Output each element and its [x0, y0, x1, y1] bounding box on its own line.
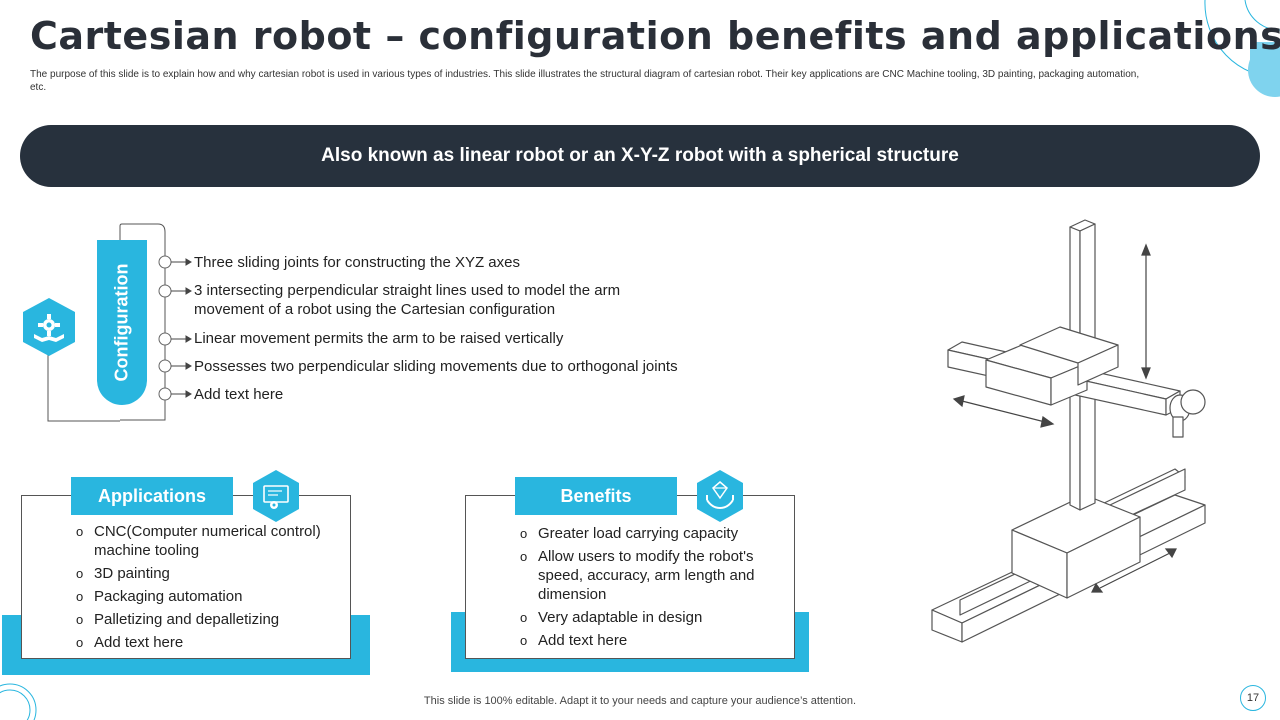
applications-tab: Applications	[71, 477, 233, 515]
hands-diamond-icon	[697, 470, 743, 522]
gear-hands-icon	[23, 298, 75, 356]
configuration-item: Three sliding joints for constructing th…	[194, 254, 520, 271]
list-item: Palletizing and depalletizing	[76, 610, 336, 629]
configuration-item: Add text here	[194, 386, 284, 403]
page-number-text: 17	[1246, 692, 1260, 704]
benefits-list: Greater load carrying capacity Allow use…	[520, 524, 760, 650]
configuration-item: Linear movement permits the arm to be ra…	[194, 330, 564, 347]
slide-title: Cartesian robot – configuration benefits…	[30, 14, 1280, 58]
banner-text: Also known as linear robot or an X-Y-Z r…	[321, 145, 959, 166]
list-item: Add text here	[76, 633, 336, 652]
benefits-label: Benefits	[560, 485, 632, 506]
configuration-pill	[97, 240, 147, 405]
list-item: Allow users to modify the robot's speed,…	[520, 547, 760, 604]
slide-subtitle: The purpose of this slide is to explain …	[30, 69, 1140, 93]
list-item: CNC(Computer numerical control) machine …	[76, 522, 336, 560]
applications-list: CNC(Computer numerical control) machine …	[76, 522, 336, 652]
applications-box: CNC(Computer numerical control) machine …	[21, 495, 351, 659]
configuration-connector	[47, 223, 192, 422]
banner: Also known as linear robot or an X-Y-Z r…	[20, 125, 1260, 187]
list-item: Very adaptable in design	[520, 608, 760, 627]
list-item: 3D painting	[76, 564, 336, 583]
list-item: Packaging automation	[76, 587, 336, 606]
list-item: Add text here	[520, 631, 760, 650]
page-number: 17	[1240, 685, 1266, 711]
benefits-tab: Benefits	[515, 477, 677, 515]
list-item: Greater load carrying capacity	[520, 524, 760, 543]
configuration-label: Configuration	[111, 263, 132, 382]
decorative-circles-bottom-left	[0, 683, 37, 720]
applications-label: Applications	[97, 485, 206, 506]
footer-text: This slide is 100% editable. Adapt it to…	[423, 695, 857, 707]
configuration-item: 3 intersecting perpendicular straight li…	[194, 282, 621, 318]
benefits-box: Greater load carrying capacity Allow use…	[465, 495, 795, 659]
configuration-label-wrap: Configuration	[97, 240, 147, 405]
decorative-circles-top-right	[1204, 0, 1280, 97]
cartesian-robot-diagram	[931, 219, 1206, 643]
configuration-item: Possesses two perpendicular sliding move…	[194, 358, 678, 375]
monitor-gear-icon	[253, 470, 299, 522]
